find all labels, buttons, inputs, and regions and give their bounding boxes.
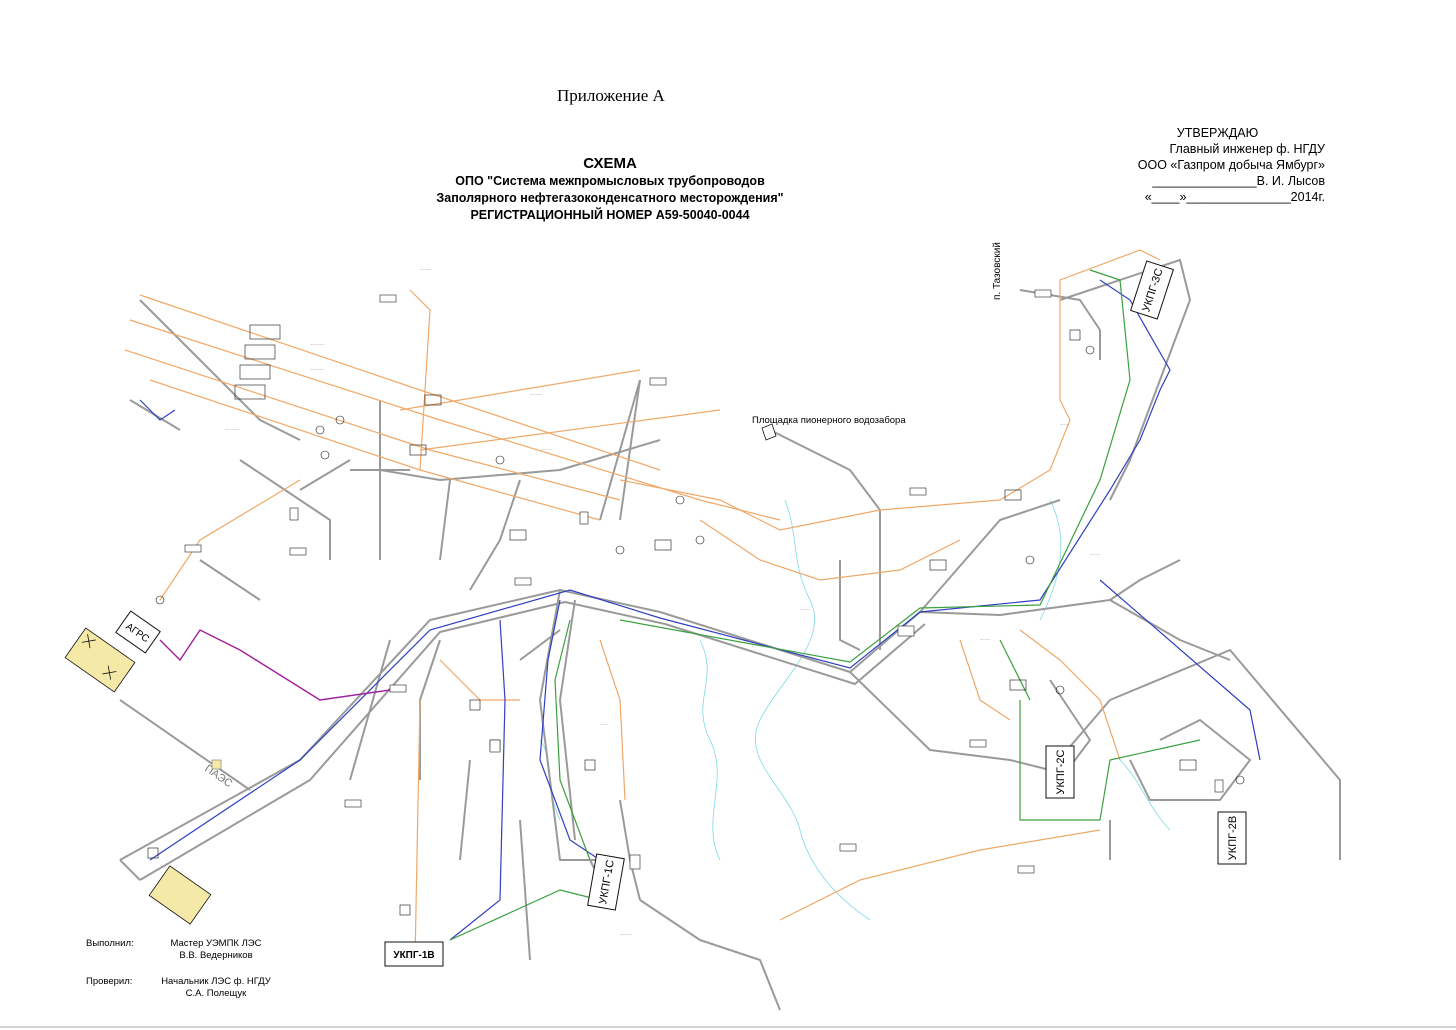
svg-text:........: ........ xyxy=(1060,421,1069,426)
equipment-clusters xyxy=(147,324,1245,916)
small-annotations: .......... ............. ............. .… xyxy=(225,266,1100,936)
signature-role: Начальник ЛЭС ф. НГДУ xyxy=(161,976,271,987)
svg-text:.........: ......... xyxy=(980,636,990,641)
ukpg-1v-facility: УКПГ-1В xyxy=(384,941,444,967)
approval-date-line: «____»_______________2014г. xyxy=(1144,190,1325,204)
svg-text:...........: ........... xyxy=(540,446,552,451)
signature-row-performed: Выполнил: Мастер УЭМПК ЛЭС В.В. Ведерник… xyxy=(86,938,276,962)
title-line-1: СХЕМА xyxy=(583,155,637,172)
blue-pipelines xyxy=(139,279,1261,941)
approval-company: ООО «Газпром добыча Ямбург» xyxy=(1137,158,1325,172)
svg-text:...........: ........... xyxy=(620,931,632,936)
agrs-facility: АГРС xyxy=(115,610,161,654)
storage-area-bottom xyxy=(148,865,212,925)
approval-position: Главный инженер ф. НГДУ xyxy=(1169,142,1325,156)
purple-pipeline xyxy=(159,629,391,701)
road-taz: п. Тазовский xyxy=(992,242,1003,300)
storage-area-left xyxy=(64,627,136,693)
svg-text:.......: ....... xyxy=(600,721,608,726)
ukpg-2s-label: УКПГ-2С xyxy=(1055,749,1067,794)
pioneer-intake: Площадка пионерного водозабора xyxy=(752,415,906,441)
paes-box xyxy=(211,759,222,770)
ukpg-1s-facility: УКПГ-1С xyxy=(587,853,625,911)
svg-text:.............: ............. xyxy=(310,341,324,346)
scheme-title: СХЕМА ОПО "Система межпромысловых трубоп… xyxy=(400,154,820,224)
ukpg-2v-facility: УКПГ-2В xyxy=(1217,811,1247,865)
signature-role: Мастер УЭМПК ЛЭС xyxy=(170,938,262,949)
ukpg-1v-label: УКПГ-1В xyxy=(393,950,434,961)
signature-name: С.А. Полещук xyxy=(185,988,247,999)
pioneer-label: Площадка пионерного водозабора xyxy=(752,415,906,426)
svg-text:.............: ............. xyxy=(310,366,324,371)
title-line-2: ОПО "Система межпромысловых трубопроводо… xyxy=(455,174,765,188)
approval-signature-line: _______________В. И. Лысов xyxy=(1152,174,1325,188)
signature-label: Выполнил: xyxy=(86,938,134,949)
ukpg-2v-label: УКПГ-2В xyxy=(1227,816,1239,860)
svg-text:...........: ........... xyxy=(530,391,542,396)
approval-title: УТВЕРЖДАЮ xyxy=(1176,126,1259,140)
approval-block: УТВЕРЖДАЮ Главный инженер ф. НГДУ ООО «Г… xyxy=(1110,125,1325,205)
signature-row-checked: Проверил: Начальник ЛЭС ф. НГДУ С.А. Пол… xyxy=(86,976,276,1000)
signatures-block: Выполнил: Мастер УЭМПК ЛЭС В.В. Ведерник… xyxy=(86,938,276,1014)
signature-name: В.В. Ведерников xyxy=(179,950,253,961)
svg-text:..........: .......... xyxy=(420,266,431,271)
title-line-4: РЕГИСТРАЦИОННЫЙ НОМЕР А59-50040-0044 xyxy=(470,208,750,222)
svg-text:.............: ............. xyxy=(225,426,239,431)
ukpg-3s-facility: УКПГ-3С xyxy=(1130,260,1174,320)
svg-text:.........: ......... xyxy=(1090,551,1100,556)
roads xyxy=(119,259,1341,1011)
road-taz-label: п. Тазовский xyxy=(992,242,1003,300)
title-line-3: Заполярного нефтегазоконденсатного место… xyxy=(436,191,784,205)
svg-text:.........: ......... xyxy=(800,606,810,611)
appendix-label: Приложение А xyxy=(557,86,665,105)
ukpg-2s-facility: УКПГ-2С xyxy=(1045,745,1075,799)
signature-label: Проверил: xyxy=(86,976,133,987)
green-pipelines xyxy=(449,269,1201,941)
orange-pipelines xyxy=(124,249,1161,961)
